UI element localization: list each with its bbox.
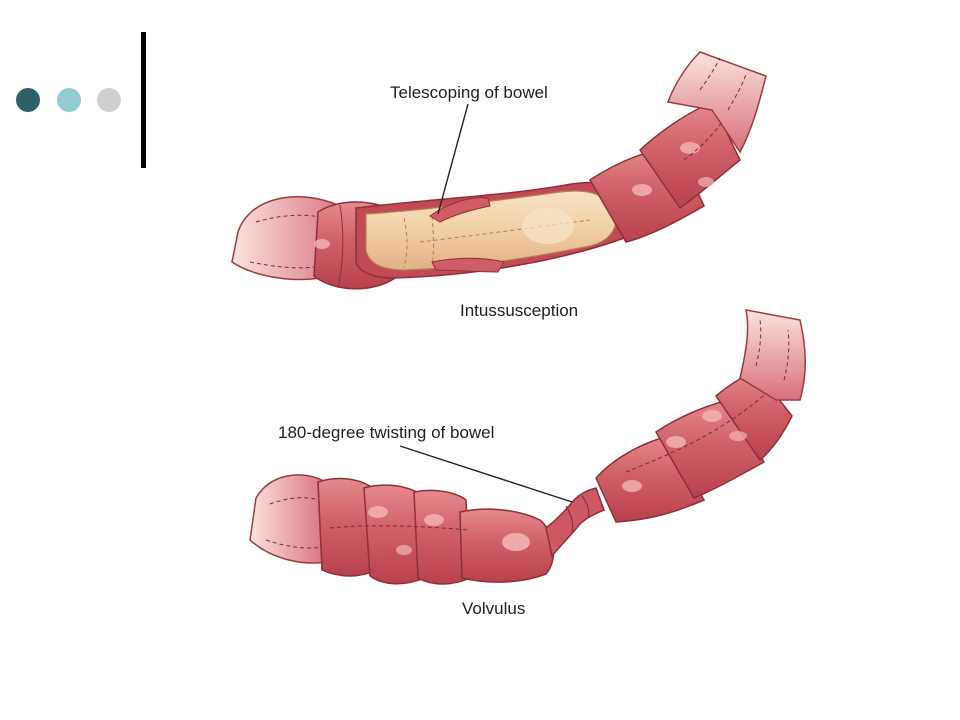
title-divider-bar bbox=[141, 32, 146, 168]
dot-gray bbox=[97, 88, 121, 112]
label-intussusception: Intussusception bbox=[460, 301, 578, 320]
label-twisting: 180-degree twisting of bowel bbox=[278, 423, 494, 442]
intussusception-illustration bbox=[231, 51, 767, 290]
twisting-leader-line bbox=[399, 445, 573, 503]
dot-light-teal bbox=[57, 88, 81, 112]
dot-dark-teal bbox=[16, 88, 40, 112]
label-volvulus: Volvulus bbox=[462, 599, 525, 618]
volvulus-illustration bbox=[249, 309, 806, 585]
label-telescoping: Telescoping of bowel bbox=[390, 83, 548, 102]
telescoping-leader-line bbox=[437, 103, 469, 215]
